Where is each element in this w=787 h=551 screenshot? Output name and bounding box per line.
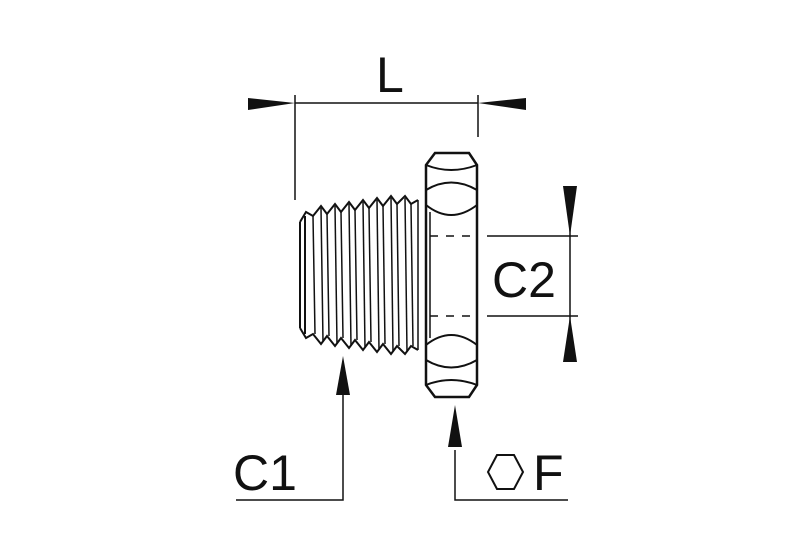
arrow-l-left bbox=[248, 98, 295, 110]
arrow-c1 bbox=[336, 356, 350, 395]
arrow-c2-bottom bbox=[563, 316, 577, 362]
hexagon-icon bbox=[486, 454, 525, 490]
label-length: L bbox=[376, 47, 404, 103]
label-inner-diameter: C2 bbox=[492, 252, 556, 308]
arrow-f bbox=[448, 405, 462, 447]
label-thread: C1 bbox=[233, 445, 297, 501]
leader-c1 bbox=[236, 356, 350, 501]
dimension-l bbox=[248, 95, 526, 200]
threaded-body bbox=[299, 194, 419, 356]
label-hex-size: F bbox=[533, 445, 564, 501]
arrow-l-right bbox=[478, 98, 526, 110]
hex-head bbox=[424, 151, 479, 399]
arrow-c2-top bbox=[563, 186, 577, 236]
leader-f bbox=[448, 405, 568, 501]
dimension-c2 bbox=[487, 186, 578, 362]
